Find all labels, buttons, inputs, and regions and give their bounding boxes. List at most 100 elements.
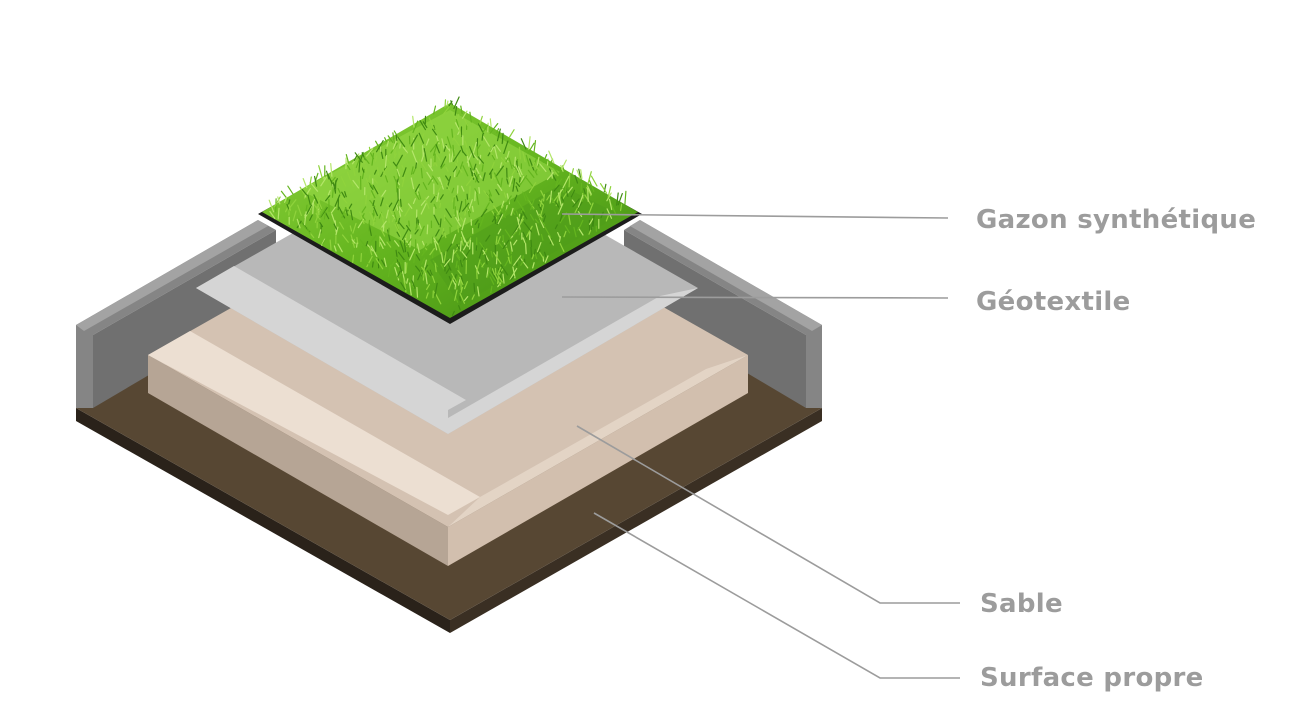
grass-blade <box>397 221 405 230</box>
grass-blade <box>555 178 563 189</box>
grass-blade <box>426 270 432 277</box>
grass-blade <box>599 183 608 194</box>
grass-blade <box>515 164 522 178</box>
grass-blade <box>496 275 500 285</box>
grass-blade <box>498 267 505 275</box>
grass-blade <box>453 137 460 146</box>
grass-blade <box>466 152 473 163</box>
grass-blade <box>511 223 520 236</box>
grass-blade <box>395 134 398 141</box>
grass-blade <box>397 217 401 225</box>
grass-blade <box>498 276 503 283</box>
grass-blade <box>433 237 439 246</box>
grass-blade <box>491 271 498 281</box>
grass-blade <box>365 177 370 187</box>
grass-blade <box>463 241 469 251</box>
grass-blade <box>274 196 281 208</box>
grass-blade <box>502 234 505 244</box>
grass-blade <box>395 249 399 263</box>
grass-blade <box>423 148 428 162</box>
sand-top-light-right <box>448 355 748 527</box>
grass-blade <box>371 261 374 268</box>
grass-blade <box>481 133 484 141</box>
grass-blade <box>495 165 504 178</box>
grass-blade <box>387 135 394 143</box>
grass-blade <box>366 148 374 157</box>
grass-blade <box>337 243 343 253</box>
grass-blade <box>444 99 447 109</box>
grass-blade <box>306 204 313 215</box>
grass-blade <box>345 154 350 164</box>
grass-blade <box>554 224 558 230</box>
grass-blade <box>386 203 394 215</box>
grass-blade <box>534 218 539 224</box>
grass-blade <box>445 166 449 172</box>
grass-blade <box>369 150 375 160</box>
grass-blade <box>508 157 513 170</box>
grass-blade <box>455 195 459 202</box>
grass-blade <box>496 128 500 134</box>
grass-blade <box>435 154 441 162</box>
grass-blade <box>531 253 535 260</box>
soil-side-left <box>76 408 450 633</box>
grass-blade <box>430 194 437 203</box>
grass-blade <box>399 240 405 253</box>
grass-blade <box>568 173 571 188</box>
grass-blade <box>489 276 495 285</box>
grass-blade <box>308 176 312 189</box>
grass-blade <box>513 255 522 266</box>
grass-blade <box>577 194 584 208</box>
grass-blade <box>292 210 297 222</box>
grass-blade <box>380 197 384 207</box>
grass-blade <box>353 154 358 161</box>
grass-blade <box>419 119 426 131</box>
grass-blade <box>369 183 374 189</box>
grass-blade <box>467 210 470 218</box>
grass-blade <box>486 267 489 278</box>
grass-blade <box>358 158 361 173</box>
grass-blade <box>459 296 461 302</box>
grass-blade <box>404 206 411 217</box>
grass-blade <box>478 187 481 194</box>
grass-blade <box>421 249 427 257</box>
grass-blade <box>572 198 580 208</box>
grass-blade <box>331 176 336 182</box>
sand-side-left <box>148 355 448 566</box>
grass-blade <box>288 199 297 210</box>
grass-blade <box>532 162 536 167</box>
grass-blade <box>526 226 533 236</box>
grass-blade <box>384 175 389 183</box>
grass-blade <box>424 270 431 278</box>
grass-blade <box>588 218 594 225</box>
label-geotextile: Géotextile <box>976 287 1131 317</box>
grass-blade <box>306 227 311 235</box>
grass-blade <box>543 251 547 258</box>
grass-blade <box>436 135 440 145</box>
grass-blade <box>574 174 579 184</box>
grass-blade <box>382 218 386 228</box>
grass-blade <box>481 164 484 172</box>
grass-blade <box>392 161 398 168</box>
grass-blade <box>478 245 484 259</box>
grass-blade <box>319 222 324 228</box>
sand-side-right <box>448 355 748 566</box>
grass-blade <box>325 170 330 180</box>
grass-blade <box>396 168 401 177</box>
grass-blade <box>540 220 545 229</box>
grass-blade <box>401 164 405 171</box>
grass-blade <box>480 208 488 217</box>
grass-blade <box>395 262 400 268</box>
grass-blade <box>372 184 379 195</box>
grass-blade <box>385 156 392 166</box>
grass-blade <box>409 282 412 296</box>
grass-blade <box>471 294 475 300</box>
grass-blade <box>395 179 398 193</box>
grass-blade <box>500 207 506 219</box>
grass-blade <box>393 130 399 137</box>
grass-blade <box>484 254 488 265</box>
grass-blade <box>520 208 528 220</box>
grass-blade <box>515 185 519 192</box>
grass-blade <box>379 242 384 249</box>
grass-blade <box>493 252 502 264</box>
grass-blade <box>485 234 491 242</box>
